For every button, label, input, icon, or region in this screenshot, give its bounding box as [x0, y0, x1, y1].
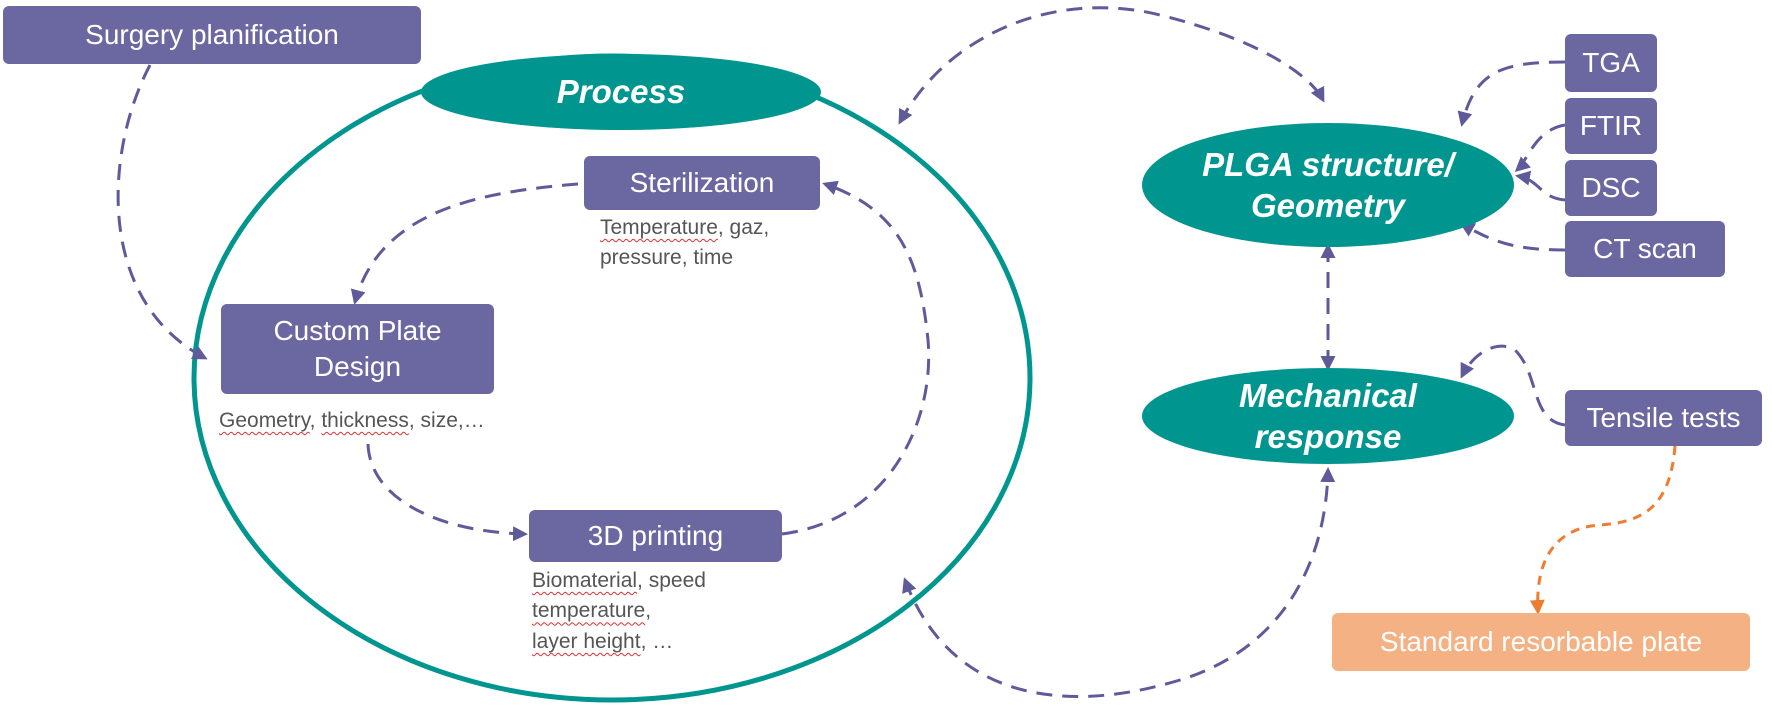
arrow-tensile-to-standard — [1529, 445, 1677, 615]
tensile-tests-box: Tensile tests — [1565, 390, 1762, 446]
arrow-dsc-to-plga — [1515, 170, 1566, 202]
standard-resorbable-plate-box: Standard resorbable plate — [1332, 613, 1750, 671]
ftir-label: FTIR — [1579, 109, 1643, 141]
printing-note-rest3: , … — [640, 629, 674, 653]
surgery-planification-box: Surgery planification — [3, 6, 421, 64]
sterilization-note: Temperature, gaz, pressure, time — [600, 213, 769, 274]
printing-note-rest1: , speed — [637, 569, 706, 592]
plga-ellipse — [1142, 123, 1514, 247]
3d-printing-label: 3D printing — [587, 519, 724, 551]
printing-note-line3: layer height, … — [532, 627, 706, 657]
custom-plate-note-sep: , — [309, 409, 322, 432]
arrow-custom-plate-to-printing — [366, 443, 528, 542]
printing-note-rest2: , — [645, 599, 652, 623]
arrow-sterilization-to-custom-plate — [350, 182, 579, 305]
arrow-tensile-to-mechanical — [1460, 344, 1566, 427]
custom-plate-note: Geometry, thickness, size,… — [219, 406, 485, 436]
custom-plate-note-rest: , size,… — [408, 409, 485, 432]
tga-label: TGA — [1582, 46, 1640, 78]
printing-note-line1: Biomaterial, speed — [532, 566, 706, 596]
sterilization-note-line1: Temperature, gaz, — [600, 213, 769, 243]
printing-note-term3: layer height — [532, 629, 641, 653]
arrow-ct-to-plga — [1459, 222, 1566, 252]
ct-scan-label: CT scan — [1593, 232, 1697, 264]
arrow-tga-to-plga — [1457, 60, 1566, 127]
ftir-box: FTIR — [1565, 98, 1657, 154]
arrow-surgery-to-custom-plate — [116, 64, 208, 360]
printing-note: Biomaterial, speed temperature, layer he… — [532, 566, 706, 657]
dsc-label: DSC — [1581, 171, 1641, 203]
sterilization-note-text: pressure, time — [600, 246, 734, 270]
sterilization-note-term: Temperature — [600, 216, 718, 239]
sterilization-label: Sterilization — [629, 166, 775, 198]
sterilization-box: Sterilization — [584, 156, 820, 210]
printing-note-line2: temperature, — [532, 596, 706, 626]
sterilization-note-line2: pressure, time — [600, 243, 769, 273]
process-ellipse — [421, 54, 821, 130]
custom-plate-label-line1: Custom Plate — [273, 314, 442, 346]
custom-plate-note-term2: thickness — [321, 409, 409, 432]
tga-box: TGA — [1565, 34, 1657, 92]
arrow-printing-to-sterilization — [781, 180, 931, 536]
surgery-planification-label: Surgery planification — [85, 18, 339, 50]
ct-scan-box: CT scan — [1565, 221, 1725, 277]
custom-plate-label-line2: Design — [313, 351, 402, 382]
printing-note-term2: temperature — [532, 599, 646, 623]
standard-resorbable-plate-label: Standard resorbable plate — [1379, 625, 1703, 657]
custom-plate-design-box: Custom Plate Design — [221, 304, 494, 394]
3d-printing-box: 3D printing — [529, 510, 782, 562]
sterilization-note-rest: , gaz, — [717, 216, 770, 239]
tensile-tests-label: Tensile tests — [1586, 401, 1741, 433]
custom-plate-note-line1: Geometry, thickness, size,… — [219, 406, 485, 436]
arrow-process-plga — [898, 6, 1325, 125]
custom-plate-note-term1: Geometry — [219, 409, 310, 432]
printing-note-term1: Biomaterial — [532, 569, 638, 592]
dsc-box: DSC — [1565, 160, 1657, 216]
mechanical-ellipse — [1142, 368, 1514, 464]
arrow-ftir-to-plga — [1514, 123, 1566, 173]
arrow-process-mechanical — [902, 467, 1336, 699]
